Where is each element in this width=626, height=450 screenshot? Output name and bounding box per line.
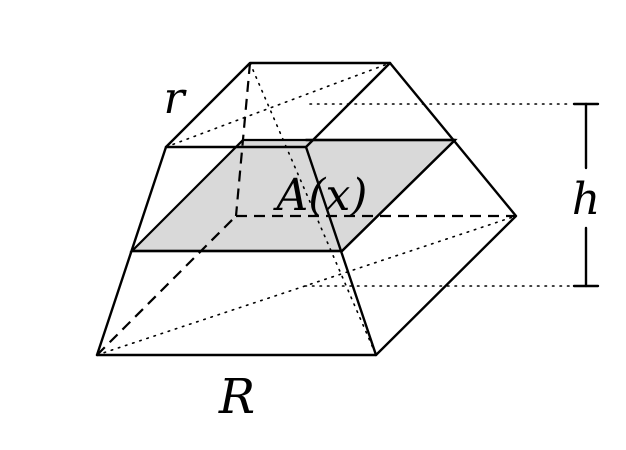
bottom-side-label: R — [218, 369, 255, 425]
hidden-edges — [96, 62, 516, 356]
height-label: h — [572, 174, 600, 225]
cross-section-label: A(x) — [273, 170, 368, 221]
visible-edges — [95, 61, 518, 357]
height-dimension — [572, 102, 600, 288]
top-side-label: r — [163, 73, 187, 124]
construction-lines — [96, 62, 573, 356]
